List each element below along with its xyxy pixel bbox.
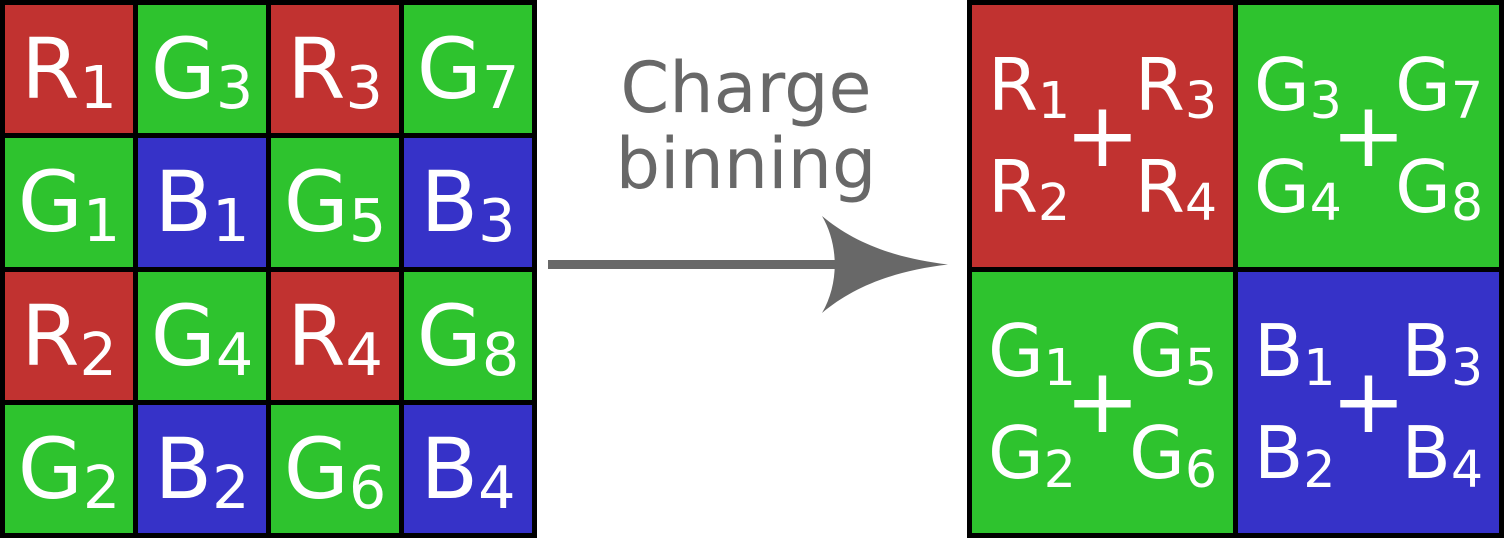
binned-cell-red: R1 R3 R2 R4 + [972,5,1233,267]
binned-row: G3 G7 [1254,42,1483,131]
pixel-label: G4 [150,286,254,389]
plus-sign: + [1330,82,1407,188]
binned-label-R4: R4 [1134,144,1217,233]
pixel-label: B3 [420,153,516,256]
pixel-label: B1 [154,153,250,256]
binned-row: B1 B3 [1254,309,1483,397]
binned-label-G5: G5 [1129,309,1217,397]
binned-label-R2: R2 [988,144,1071,233]
binned-label-B3: B3 [1401,309,1483,397]
cell-G4: G4 [138,271,266,400]
cell-B3: B3 [404,138,532,267]
binned-cell-green-top: G3 G7 G4 G8 + [1238,5,1499,267]
process-label-line2: binning [615,123,877,205]
binned-row: G4 G8 [1254,144,1483,233]
pixel-label: B4 [420,419,516,522]
binned-row: R1 R3 [988,42,1217,131]
binned-label-G3: G3 [1254,42,1342,131]
binned-label-R1: R1 [988,42,1071,131]
pixel-label: G3 [150,20,254,123]
binned-row: G1 G5 [988,309,1217,397]
cell-G6: G6 [271,404,399,533]
binned-row: R2 R4 [988,144,1217,233]
binned-bayer-grid: R1 R3 R2 R4 + G3 G7 G4 G8 + G1 G5 [967,0,1504,538]
cell-B2: B2 [138,404,266,533]
pixel-label: G7 [416,20,520,123]
cell-G5: G5 [271,138,399,267]
binned-row: B2 B4 [1254,411,1483,499]
process-label: Charge binning [537,50,955,202]
binned-label-G7: G7 [1395,42,1483,131]
binned-label-G4: G4 [1254,144,1342,233]
pixel-label: R2 [21,286,117,389]
cell-G8: G8 [404,271,532,400]
pixel-label: R4 [287,286,383,389]
pixel-label: B2 [154,419,250,522]
cell-G2: G2 [5,404,133,533]
cell-R4: R4 [271,271,399,400]
binned-label-B1: B1 [1254,309,1336,397]
pixel-label: G6 [283,419,387,522]
pixel-label: R1 [21,20,117,123]
cell-B1: B1 [138,138,266,267]
cell-B4: B4 [404,404,532,533]
cell-G1: G1 [5,138,133,267]
binned-label-B4: B4 [1401,411,1483,499]
cell-G7: G7 [404,5,532,134]
binned-label-G6: G6 [1129,411,1217,499]
pixel-label: R3 [287,20,383,123]
binned-label-G2: G2 [988,411,1076,499]
unbinned-bayer-grid: R1 G3 R3 G7 G1 B1 G5 B3 R2 G4 R4 G8 G2 B… [0,0,537,538]
binned-label-G8: G8 [1395,144,1483,233]
pixel-label: G5 [283,153,387,256]
cell-R1: R1 [5,5,133,134]
cell-G3: G3 [138,5,266,134]
pixel-label: G8 [416,286,520,389]
binned-label-G1: G1 [988,309,1076,397]
process-label-line1: Charge [620,47,872,129]
binned-cell-green-bottom: G1 G5 G2 G6 + [972,271,1233,533]
binned-cell-blue: B1 B3 B2 B4 + [1238,271,1499,533]
binned-label-B2: B2 [1254,411,1336,499]
cell-R3: R3 [271,5,399,134]
pixel-label: G2 [17,419,121,522]
binned-row: G2 G6 [988,411,1217,499]
right-arrow-icon [548,216,948,313]
cell-R2: R2 [5,271,133,400]
binned-label-R3: R3 [1134,42,1217,131]
plus-sign: + [1330,349,1407,455]
plus-sign: + [1064,82,1141,188]
plus-sign: + [1064,349,1141,455]
pixel-label: G1 [17,153,121,256]
